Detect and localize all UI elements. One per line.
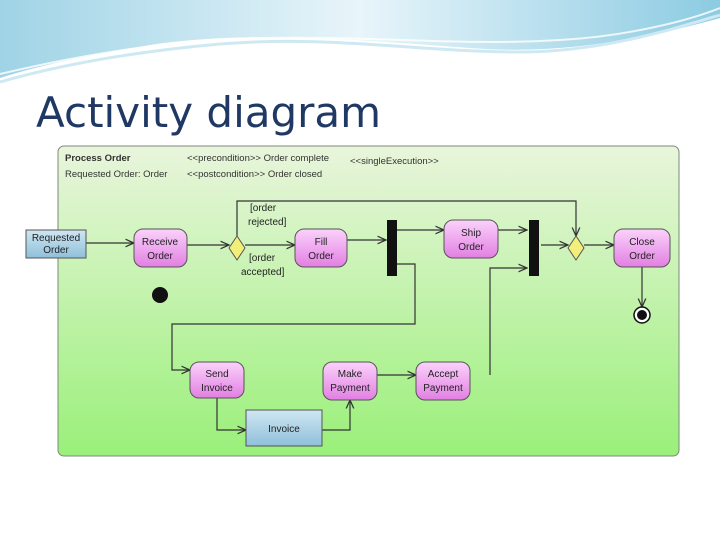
final-node [633, 306, 651, 324]
svg-text:Fill: Fill [315, 237, 328, 248]
guard-rejected-line1: [order [250, 203, 277, 214]
edge-accept-to-join [489, 268, 527, 375]
action-close-order: Close Order [613, 228, 671, 268]
frame-postcondition: <<postcondition>> Order closed [187, 169, 322, 180]
action-fill-order: Fill Order [294, 228, 348, 268]
param-node-requested-order [25, 229, 87, 259]
initial-node [152, 287, 168, 303]
svg-text:Send: Send [205, 369, 228, 380]
object-node-invoice: Invoice [245, 409, 323, 447]
action-send-invoice: Send Invoice [189, 361, 245, 399]
fork-bar [387, 220, 397, 276]
merge-node [567, 235, 585, 261]
svg-text:Accept: Accept [428, 369, 459, 380]
edge-send-to-invoice [216, 398, 246, 430]
frame-execution: <<singleExecution>> [350, 156, 439, 167]
svg-text:Order: Order [458, 242, 484, 253]
action-make-payment: Make Payment [322, 361, 378, 401]
action-ship-order: Ship Order [443, 219, 499, 259]
guard-accepted-line2: accepted] [241, 267, 285, 278]
frame-parameter: Requested Order: Order [65, 169, 167, 180]
edge-rejected-to-merge [236, 200, 576, 236]
svg-text:Invoice: Invoice [268, 424, 300, 435]
action-accept-payment: Accept Payment [415, 361, 471, 401]
svg-text:Make: Make [338, 369, 363, 380]
edge-fork-to-send [171, 263, 416, 370]
svg-text:Close: Close [629, 237, 655, 248]
frame-precondition: <<precondition>> Order complete [187, 153, 329, 164]
param-node-line1: Requested [32, 233, 80, 244]
svg-text:Order: Order [147, 251, 173, 262]
svg-text:Ship: Ship [461, 228, 481, 239]
frame-name: Process Order [65, 153, 131, 164]
svg-text:Receive: Receive [142, 237, 179, 248]
svg-text:Payment: Payment [423, 383, 463, 394]
param-node-line2: Order [43, 245, 69, 256]
edge-invoice-to-make [322, 400, 350, 431]
header-wave-line-2 [0, 7, 720, 75]
svg-text:Order: Order [308, 251, 334, 262]
header-wave-line [0, 13, 720, 84]
guard-rejected-line2: rejected] [248, 217, 287, 228]
svg-text:Payment: Payment [330, 383, 370, 394]
slide-title: Activity diagram [36, 88, 382, 137]
action-receive-order: Receive Order [133, 228, 188, 268]
guard-accepted-line1: [order [249, 253, 276, 264]
svg-text:Order: Order [629, 251, 655, 262]
activity-frame [57, 145, 680, 457]
decision-node [228, 235, 246, 261]
join-bar [529, 220, 539, 276]
svg-text:Invoice: Invoice [201, 383, 233, 394]
